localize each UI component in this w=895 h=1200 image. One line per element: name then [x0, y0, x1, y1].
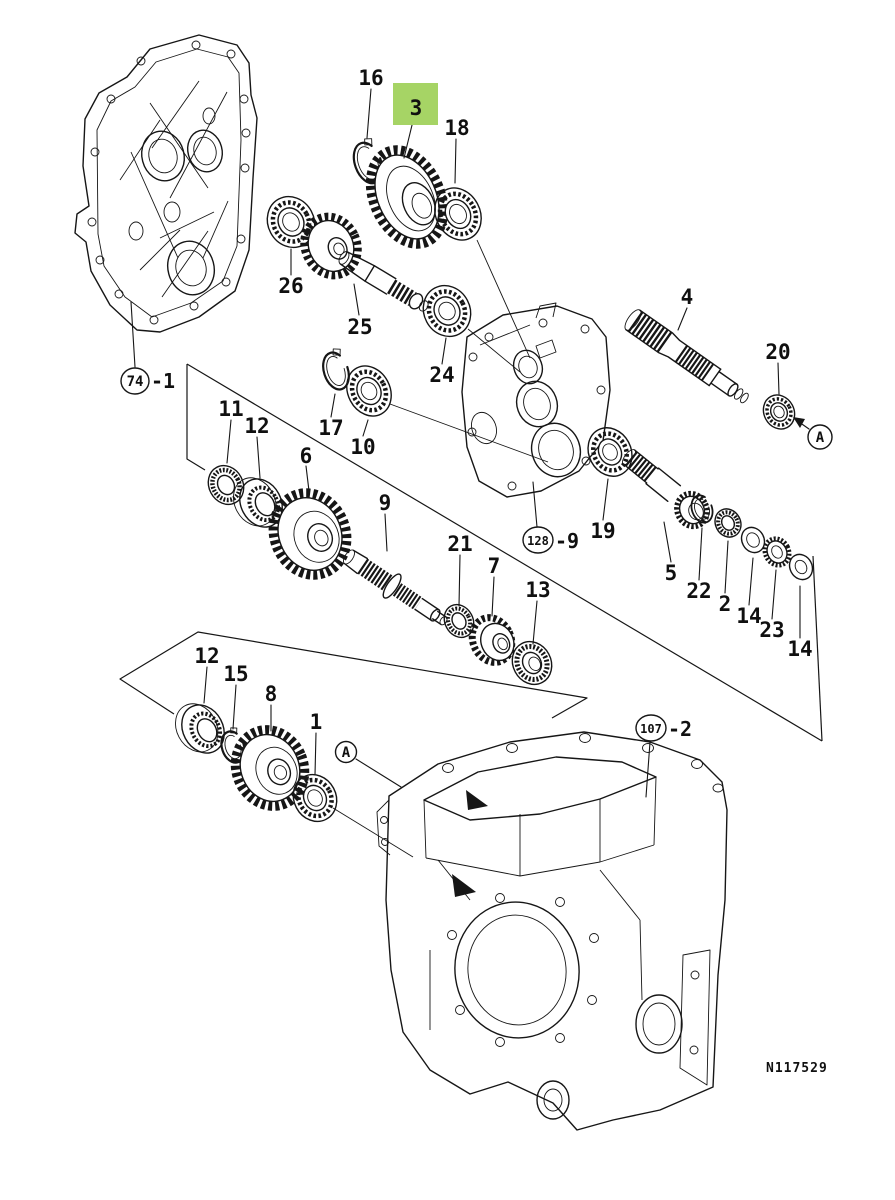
part-label-3[interactable]: 3	[410, 96, 423, 120]
needle-bearing-21-drawing	[443, 603, 475, 639]
snap-ring-17-drawing	[322, 348, 350, 391]
bearing-18-drawing	[434, 187, 482, 241]
view-marker-a2: A	[334, 740, 358, 764]
assembly-ref-128-suffix: -9	[555, 529, 579, 553]
part-label-23[interactable]: 23	[759, 618, 784, 642]
part-label-11[interactable]: 11	[218, 397, 243, 421]
assembly-ref-107-2[interactable]: 107 -2	[635, 714, 692, 742]
synchro-ring-12a-drawing	[233, 477, 283, 528]
assembly-ref-74-1[interactable]: 74 -1	[120, 367, 175, 395]
part-label-7[interactable]: 7	[488, 554, 501, 578]
part-label-21[interactable]: 21	[447, 532, 472, 556]
assembly-ref-74-suffix: -1	[151, 369, 175, 393]
bearing-10-drawing	[346, 365, 392, 417]
part-label-5[interactable]: 5	[665, 561, 678, 585]
part-label-15[interactable]: 15	[223, 662, 248, 686]
part-3-highlight[interactable]	[393, 83, 438, 125]
needle-bearing-13-drawing	[511, 640, 553, 686]
part-label-14a[interactable]: 14	[736, 604, 761, 628]
gear-7-drawing	[468, 614, 516, 666]
shaft-9-drawing	[342, 549, 448, 626]
shaft-4-drawing	[624, 309, 749, 404]
gear-shaft-25-drawing	[300, 212, 429, 312]
part-label-2[interactable]: 2	[719, 592, 732, 616]
part-label-19[interactable]: 19	[590, 519, 615, 543]
part-label-12a[interactable]: 12	[244, 414, 269, 438]
gear-6-drawing	[268, 488, 352, 580]
part-label-20[interactable]: 20	[765, 340, 790, 364]
part-label-13[interactable]: 13	[525, 578, 550, 602]
leader-lines	[130, 88, 810, 798]
part-label-8[interactable]: 8	[265, 682, 278, 706]
bearing-1-drawing	[292, 773, 338, 823]
housing-128-9-drawing	[461, 302, 611, 498]
part-label-4[interactable]: 4	[681, 285, 694, 309]
assembly-ref-107-circled: 107	[640, 722, 662, 736]
bearing-26-drawing	[266, 195, 316, 249]
view-marker-a1-letter: A	[816, 430, 825, 446]
assembly-ref-128-circled: 128	[527, 534, 549, 548]
synchro-ring-12b-drawing	[175, 703, 225, 754]
part-label-22[interactable]: 22	[686, 579, 711, 603]
gear-3-drawing	[365, 145, 449, 249]
part-label-10[interactable]: 10	[350, 435, 375, 459]
part-label-24[interactable]: 24	[429, 363, 454, 387]
lock-washer-23-drawing	[762, 536, 792, 568]
assembly-ref-107-suffix: -2	[668, 717, 692, 741]
part-label-17[interactable]: 17	[318, 416, 343, 440]
part-label-1[interactable]: 1	[310, 710, 323, 734]
view-a-arrowhead	[793, 417, 805, 428]
snap-ring-22-drawing	[690, 494, 714, 524]
view-marker-a2-letter: A	[342, 745, 351, 761]
shaft-5-drawing	[622, 449, 710, 530]
part-label-16[interactable]: 16	[358, 66, 383, 90]
part-label-18[interactable]: 18	[444, 116, 469, 140]
part-label-25[interactable]: 25	[347, 315, 372, 339]
case-107-2-drawing	[376, 731, 728, 1131]
drawing-code: N117529	[766, 1061, 828, 1076]
part-label-6[interactable]: 6	[300, 444, 313, 468]
bearing-24-drawing	[422, 284, 472, 338]
part-label-12b[interactable]: 12	[194, 644, 219, 668]
assembly-relation-lines	[332, 239, 549, 858]
group-boundary-lines	[119, 363, 823, 742]
needle-bearing-2-drawing	[714, 508, 742, 538]
part-label-9[interactable]: 9	[379, 491, 392, 515]
bearing-19-drawing	[587, 427, 633, 477]
part-label-14b[interactable]: 14	[787, 637, 812, 661]
assembly-ref-128-9[interactable]: 128 -9	[522, 526, 579, 554]
part-number-labels: 16 3 18 26 25 24 17 10 11 12 6 9 21 7 13…	[194, 66, 812, 734]
housing-74-1-drawing	[74, 34, 258, 333]
view-marker-a1: A	[807, 424, 833, 450]
assembly-ref-74-circled: 74	[127, 374, 144, 390]
washer-14b-drawing	[788, 553, 814, 581]
bearing-20-drawing	[762, 394, 796, 430]
gear-8-drawing	[230, 725, 310, 811]
part-label-26[interactable]: 26	[278, 274, 303, 298]
needle-bearing-11-drawing	[207, 464, 245, 506]
washer-14a-drawing	[740, 526, 766, 554]
